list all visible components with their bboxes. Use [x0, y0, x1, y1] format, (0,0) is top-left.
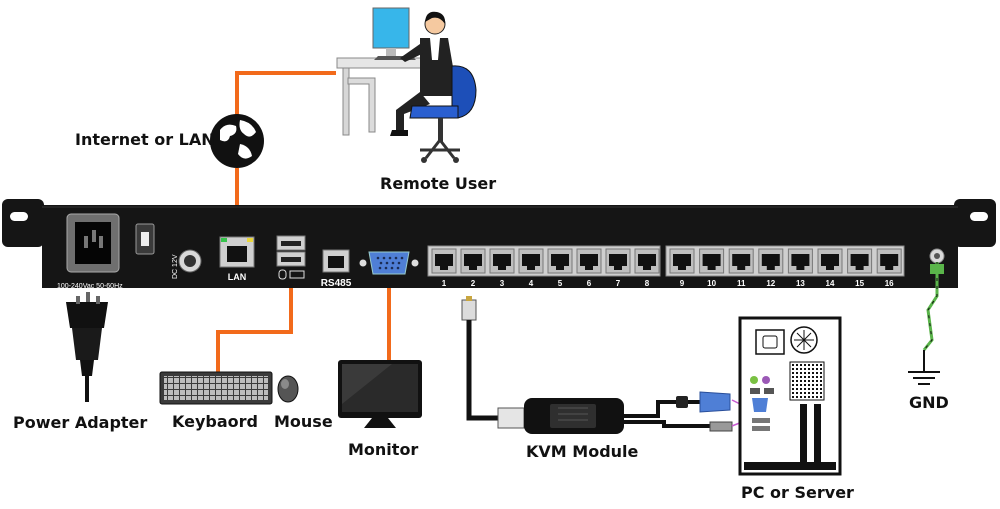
rj45-port-14 [817, 248, 843, 274]
user-body [420, 38, 458, 96]
label-keyboard: Keybaord [172, 412, 258, 431]
rj45-port-6 [576, 248, 602, 274]
user-leg [396, 92, 430, 132]
keyboard-glyph [289, 270, 305, 279]
usb-plug [709, 421, 733, 432]
rack-ear-right [954, 199, 996, 247]
label-pc-or-server: PC or Server [741, 483, 854, 502]
port-label-5: 5 [558, 279, 563, 288]
port-label-8: 8 [645, 279, 650, 288]
rj45-port-1 [431, 248, 457, 274]
user-shoe [390, 130, 408, 136]
port-label-4: 4 [529, 279, 534, 288]
rj45-port-11 [728, 248, 754, 274]
desk-side [342, 67, 350, 136]
port-label-13: 13 [796, 279, 805, 288]
port-label-14: 14 [826, 279, 835, 288]
port-label-6: 6 [587, 279, 592, 288]
rj45-port-8 [634, 248, 660, 274]
dc-text: DC 12V [172, 254, 179, 279]
usb-cable [216, 288, 293, 372]
rj45-port-2 [460, 248, 486, 274]
port-label-7: 7 [616, 279, 621, 288]
chair-base [420, 139, 460, 159]
user-arm [400, 44, 426, 62]
label-internet-or-lan: Internet or LAN [75, 130, 215, 149]
chair-post [438, 118, 443, 142]
vga-port [368, 251, 410, 275]
user-hair [425, 11, 446, 24]
rj45-port-16 [876, 248, 902, 274]
rj45-port-4 [518, 248, 544, 274]
keyboard-illustration [159, 371, 273, 405]
ground-symbol [908, 350, 940, 385]
rj45-port-group [431, 248, 902, 274]
rj45-port-9 [669, 248, 695, 274]
port-label-11: 11 [737, 279, 746, 288]
port-label-12: 12 [766, 279, 775, 288]
monitor-stand [386, 48, 396, 56]
remote-user-illustration [336, 7, 477, 163]
power-spec-text: 100-240Vac 50-60Hz [57, 283, 123, 290]
rj45-port-5 [547, 248, 573, 274]
chair-seat [409, 105, 459, 119]
rj45-port-10 [699, 248, 725, 274]
monitor-illustration [338, 360, 422, 428]
lan-text: LAN [228, 272, 247, 282]
rack-ear-left [2, 199, 44, 247]
rj45-port-15 [847, 248, 873, 274]
port-label-3: 3 [500, 279, 505, 288]
port-label-1: 1 [442, 279, 447, 288]
power-adapter-illustration [66, 292, 108, 402]
vga-plug [699, 391, 731, 413]
pc-tower-illustration [738, 316, 842, 476]
label-power-adapter: Power Adapter [13, 413, 148, 432]
rj45-port-3 [489, 248, 515, 274]
kvm-module-illustration [461, 296, 753, 434]
monitor-screen [372, 7, 410, 49]
user-shirt [430, 38, 440, 60]
rj45-port-13 [787, 248, 813, 274]
ground-wire [908, 262, 944, 385]
desk-legs [347, 77, 376, 133]
mouse-glyph [278, 269, 287, 280]
label-kvm-module: KVM Module [526, 442, 639, 461]
label-gnd: GND [909, 393, 949, 412]
rs485-text: RS485 [321, 278, 352, 289]
port-label-9: 9 [680, 279, 685, 288]
chair-back [451, 65, 477, 119]
lan-cable [235, 71, 336, 115]
label-mouse: Mouse [274, 412, 333, 431]
port-label-15: 15 [855, 279, 864, 288]
mouse-illustration [277, 375, 299, 403]
label-monitor: Monitor [348, 440, 419, 459]
chair-wheel-right [453, 157, 459, 163]
rj45-port-12 [758, 248, 784, 274]
chair-wheel-left [421, 157, 427, 163]
rack-ear-left-slot [10, 212, 28, 221]
globe-icon [210, 114, 264, 168]
rack-ear-right-slot [970, 212, 988, 221]
label-remote-user: Remote User [380, 174, 497, 193]
port-label-2: 2 [471, 279, 476, 288]
port-label-16: 16 [885, 279, 894, 288]
rj45-port-7 [605, 248, 631, 274]
port-label-10: 10 [707, 279, 716, 288]
